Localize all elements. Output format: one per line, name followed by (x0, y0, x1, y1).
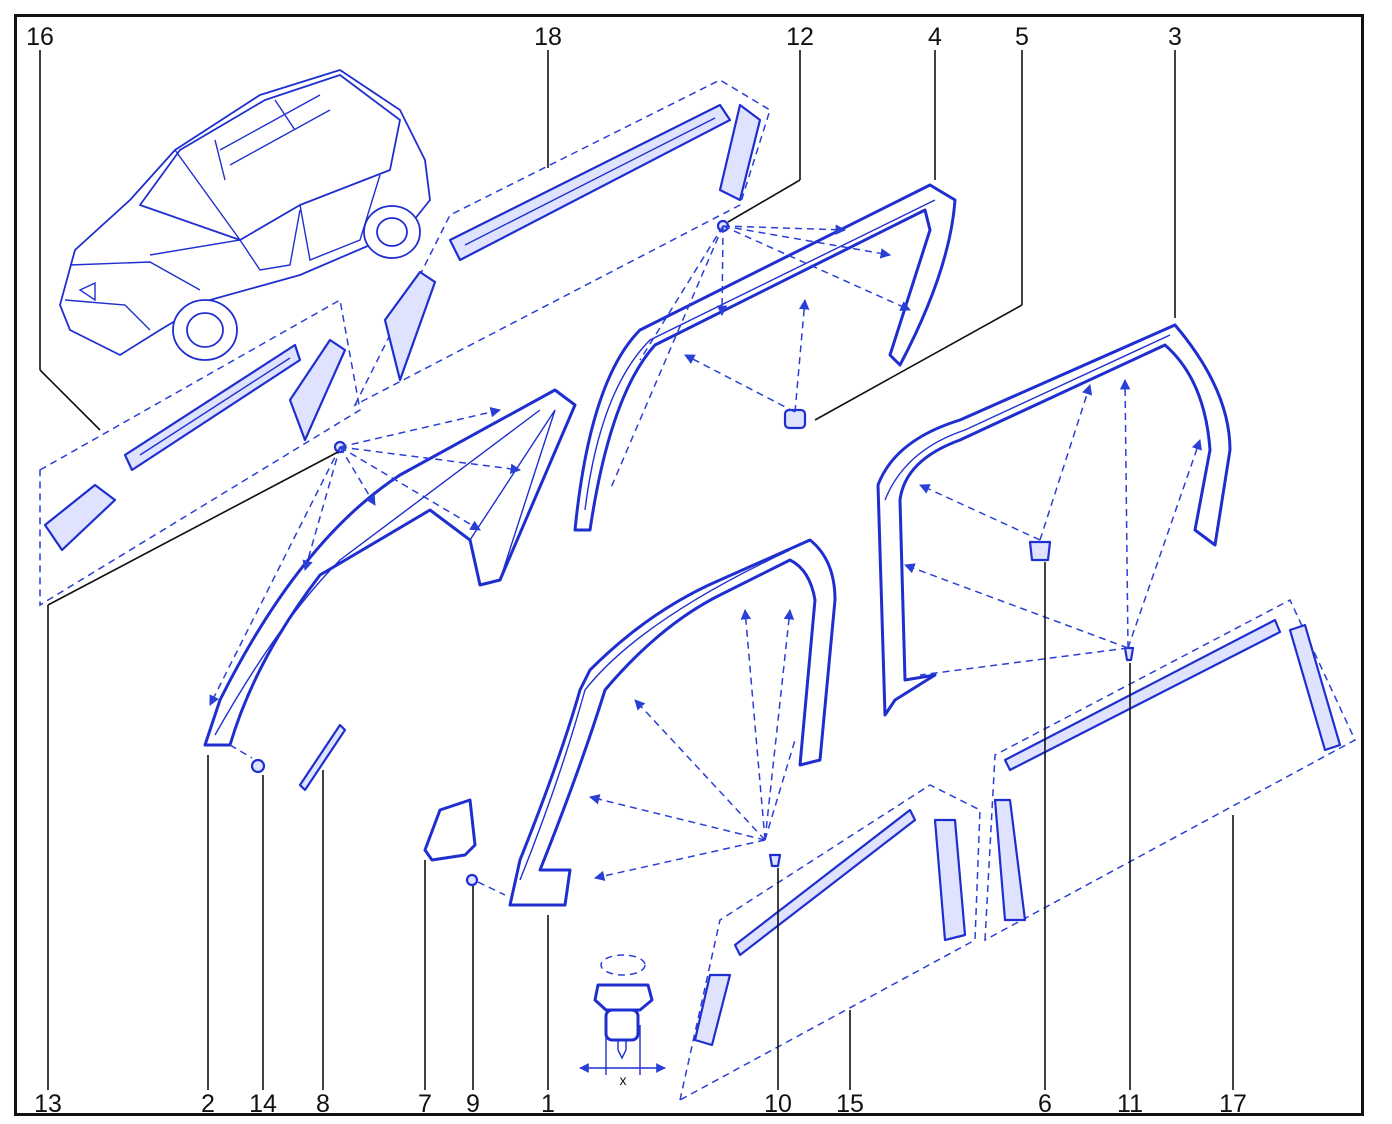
callout-18: 18 (534, 23, 562, 51)
callout-7: 7 (418, 1090, 432, 1118)
screw-14 (250, 758, 266, 774)
callout-12: 12 (786, 23, 814, 51)
callout-2: 2 (201, 1090, 215, 1118)
leader-lines (39, 50, 1234, 1090)
part-3-rear-door-trim (876, 323, 1232, 717)
group-16-outline (39, 298, 361, 607)
callout-11: 11 (1117, 1090, 1143, 1118)
callout-13: 13 (34, 1090, 62, 1118)
part-1-door-frame-trim (508, 538, 837, 907)
callout-4: 4 (928, 23, 942, 51)
callout-17: 17 (1219, 1090, 1247, 1118)
callout-8: 8 (316, 1090, 330, 1118)
callout-14: 14 (249, 1090, 277, 1118)
callout-6: 6 (1038, 1090, 1052, 1118)
dimension-x-label: x (620, 1072, 627, 1088)
part-2-front-pillar-trim (203, 388, 577, 747)
part-18-trims (383, 103, 762, 382)
callout-16: 16 (26, 23, 54, 51)
part-16-trims (43, 338, 347, 552)
seal-8 (298, 723, 347, 792)
part-15-trims (693, 808, 967, 1047)
part-4-front-roof-trim (573, 183, 957, 532)
vehicle-illustration (59, 69, 431, 361)
group-15-outline (678, 784, 981, 1102)
clip-10 (768, 853, 782, 868)
cover-7 (423, 798, 477, 862)
callout-9: 9 (466, 1090, 480, 1118)
small-fasteners (250, 219, 1135, 887)
screw-9 (465, 873, 479, 887)
callout-10: 10 (764, 1090, 792, 1118)
callout-15: 15 (836, 1090, 864, 1118)
assembly-arrows (209, 224, 1202, 896)
group-18-outline (353, 79, 771, 407)
group-17-outline (984, 598, 1356, 942)
callout-1: 1 (541, 1090, 555, 1118)
clip-5 (783, 408, 807, 430)
part-17-trims (993, 618, 1342, 922)
callout-5: 5 (1015, 23, 1029, 51)
clip-11 (1123, 646, 1135, 662)
callout-labels: 16 18 12 4 5 3 13 2 14 8 7 9 1 10 15 6 1… (26, 23, 1247, 1118)
clip-6 (1028, 540, 1052, 562)
clip-detail: x (579, 954, 666, 1088)
callout-3: 3 (1168, 23, 1182, 51)
